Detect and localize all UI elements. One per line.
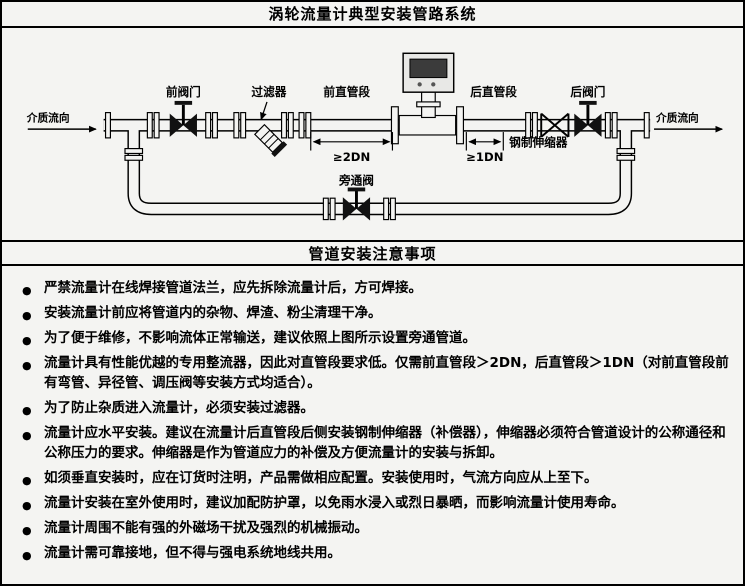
- label-bypass-valve: 旁通阀: [338, 174, 374, 188]
- bullet-icon: ●: [22, 549, 32, 562]
- meter-display-screen: [409, 58, 448, 79]
- note-text: 安装流量计前应将管道内的杂物、焊渣、粉尘清理干净。: [44, 305, 382, 321]
- note-text: 流量计安装在室外使用时，建议加配防护罩，以免雨水浸入或烈日暴晒，而影响流量计使用…: [44, 495, 625, 511]
- dimension-front: ≥2DN: [310, 132, 394, 164]
- dimension-rear: ≥1DN: [465, 132, 504, 164]
- note-text: 为了便于维修，不影响流体正常输送，建议依照上图所示设置旁通管道。: [44, 330, 476, 346]
- note-text: 为了防止杂质进入流量计，必须安装过滤器。: [44, 400, 314, 416]
- bullet-icon: ●: [22, 359, 32, 372]
- label-flow-left: 介质流向: [26, 111, 70, 124]
- bypass-flanges: [322, 197, 396, 221]
- note-text: 流量计应水平安装。建议在流量计后直管段后侧安装钢制伸缩器（补偿器），伸缩器必须符…: [44, 425, 726, 461]
- label-expansion-joint: 钢制伸缩器: [509, 136, 568, 150]
- bullet-icon: ●: [22, 334, 32, 347]
- bullet-icon: ●: [22, 284, 32, 297]
- note-item: ● 流量计需可靠接地，但不得与强电系统地线共用。: [12, 543, 731, 563]
- note-item: ● 流量计周围不能有强的外磁场干扰及强烈的机械振动。: [12, 518, 731, 538]
- note-text: 流量计具有性能优越的专用整流器，因此对直管段要求低。仅需前直管段＞2DN，后直管…: [44, 355, 729, 391]
- pipe-flanges: [104, 112, 650, 139]
- piping-diagram: ≥2DN ≥1DN 介质流向 介质流向 前阀门 过滤器 前直管段 后: [2, 28, 743, 240]
- label-filter: 过滤器: [251, 85, 286, 99]
- label-flow-right: 介质流向: [655, 111, 699, 124]
- label-rear-straight: 后直管段: [470, 85, 517, 99]
- piping-diagram-svg: ≥2DN ≥1DN 介质流向 介质流向 前阀门 过滤器 前直管段 后: [26, 52, 724, 221]
- note-item: ● 安装流量计前应将管道内的杂物、焊渣、粉尘清理干净。: [12, 303, 731, 323]
- filter-symbol: [253, 101, 288, 158]
- bullet-icon: ●: [22, 404, 32, 417]
- bullet-icon: ●: [22, 309, 32, 322]
- note-text: 如须垂直安装时，应在订货时注明，产品需做相应配置。安装使用时，气流方向应从上至下…: [44, 470, 598, 486]
- expansion-joint-symbol: [540, 112, 570, 138]
- label-front-valve: 前阀门: [166, 85, 201, 99]
- note-text: 流量计需可靠接地，但不得与强电系统地线共用。: [44, 545, 341, 561]
- note-item: ● 为了防止杂质进入流量计，必须安装过滤器。: [12, 398, 731, 418]
- note-item: ● 流量计应水平安装。建议在流量计后直管段后侧安装钢制伸缩器（补偿器），伸缩器必须…: [12, 423, 731, 463]
- label-front-straight: 前直管段: [323, 85, 370, 99]
- note-item: ● 如须垂直安装时，应在订货时注明，产品需做相应配置。安装使用时，气流方向应从上至…: [12, 468, 731, 488]
- bullet-icon: ●: [22, 524, 32, 537]
- label-dim-rear: ≥1DN: [466, 150, 503, 164]
- label-rear-valve: 后阀门: [570, 85, 605, 99]
- bypass-valve-symbol: [342, 187, 371, 221]
- note-text: 严禁流量计在线焊接管道法兰，应先拆除流量计后，方可焊接。: [44, 280, 422, 296]
- note-text: 流量计周围不能有强的外磁场干扰及强烈的机械振动。: [44, 520, 368, 536]
- bullet-icon: ●: [22, 474, 32, 487]
- note-item: ● 流量计具有性能优越的专用整流器，因此对直管段要求低。仅需前直管段＞2DN，后直…: [12, 353, 731, 393]
- flow-meter: [390, 52, 465, 145]
- note-item: ● 为了便于维修，不影响流体正常输送，建议依照上图所示设置旁通管道。: [12, 328, 731, 348]
- note-item: ● 流量计安装在室外使用时，建议加配防护罩，以免雨水浸入或烈日暴晒，而影响流量计使…: [12, 493, 731, 513]
- bullet-icon: ●: [22, 499, 32, 512]
- note-item: ● 严禁流量计在线焊接管道法兰，应先拆除流量计后，方可焊接。: [12, 278, 731, 298]
- notes-title: 管道安装注意事项: [2, 240, 743, 266]
- flow-arrow-left: 介质流向: [26, 111, 97, 133]
- notes-list: ● 严禁流量计在线焊接管道法兰，应先拆除流量计后，方可焊接。 ● 安装流量计前应将管道…: [2, 266, 743, 572]
- label-dim-front: ≥2DN: [333, 150, 370, 164]
- bullet-icon: ●: [22, 429, 32, 442]
- bypass-pipe-bore: [128, 125, 631, 214]
- riser-flanges: [124, 148, 636, 161]
- flow-arrow-right: 介质流向: [654, 111, 724, 133]
- page-title: 涡轮流量计典型安装管路系统: [2, 2, 743, 28]
